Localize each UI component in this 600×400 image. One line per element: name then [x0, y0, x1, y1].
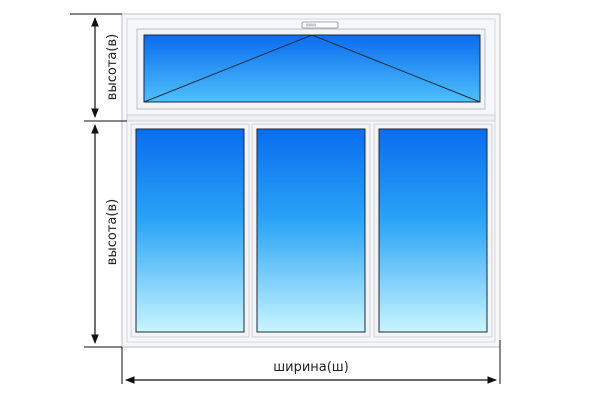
transom-height-label: высота(в) [105, 34, 120, 100]
transom-mullion [126, 114, 496, 122]
lower-sash-right [373, 123, 493, 338]
lower-sash-left [130, 123, 250, 338]
window-handle-icon [301, 21, 339, 29]
lower-height-label: высота(в) [105, 199, 120, 265]
width-label: ширина(ш) [273, 360, 349, 375]
opening-direction-lines [143, 34, 481, 103]
lower-sash-middle [251, 123, 371, 338]
transom-glass [143, 34, 481, 103]
extension-lines [70, 13, 501, 384]
